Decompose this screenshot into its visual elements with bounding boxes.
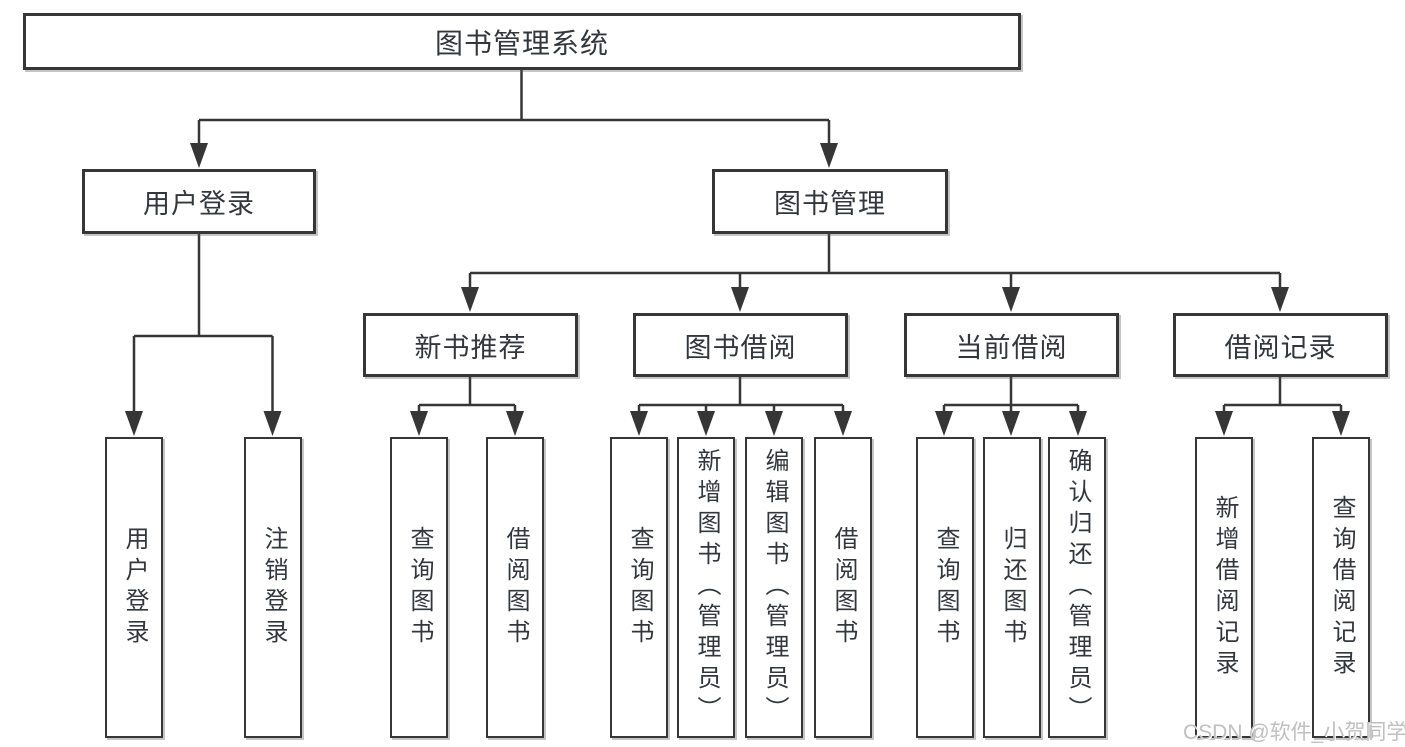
leaf-borrow-books-recommend: 借阅图书 <box>486 437 544 738</box>
leaf-add-books-admin: 新增图书（管理员） <box>677 437 735 738</box>
leaf-return-books: 归还图书 <box>983 437 1041 738</box>
csdn-watermark: CSDN @软件_小贺同学 <box>1183 721 1405 744</box>
leaf-add-borrow-record: 新增借阅记录 <box>1195 437 1253 738</box>
node-user-login-branch: 用户登录 <box>82 169 316 234</box>
node-book-management-branch: 图书管理 <box>712 169 948 234</box>
leaf-borrow-books: 借阅图书 <box>814 437 872 738</box>
arrowhead-icons <box>125 143 1350 436</box>
leaf-query-books-current: 查询图书 <box>916 437 974 738</box>
node-new-book-recommendation: 新书推荐 <box>363 313 578 377</box>
leaf-user-login: 用户登录 <box>105 437 163 738</box>
node-borrowing-records: 借阅记录 <box>1173 313 1388 377</box>
leaf-query-borrow-record: 查询借阅记录 <box>1312 437 1370 738</box>
node-current-borrowing: 当前借阅 <box>904 313 1119 377</box>
leaf-query-books-recommend: 查询图书 <box>390 437 448 738</box>
node-book-borrowing: 图书借阅 <box>633 313 848 377</box>
leaf-edit-books-admin: 编辑图书（管理员） <box>745 437 803 738</box>
leaf-query-books-borrowing: 查询图书 <box>610 437 668 738</box>
leaf-logout: 注销登录 <box>244 437 302 738</box>
node-library-management-system: 图书管理系统 <box>23 13 1021 70</box>
leaf-confirm-return-admin: 确认归还（管理员） <box>1048 437 1106 738</box>
